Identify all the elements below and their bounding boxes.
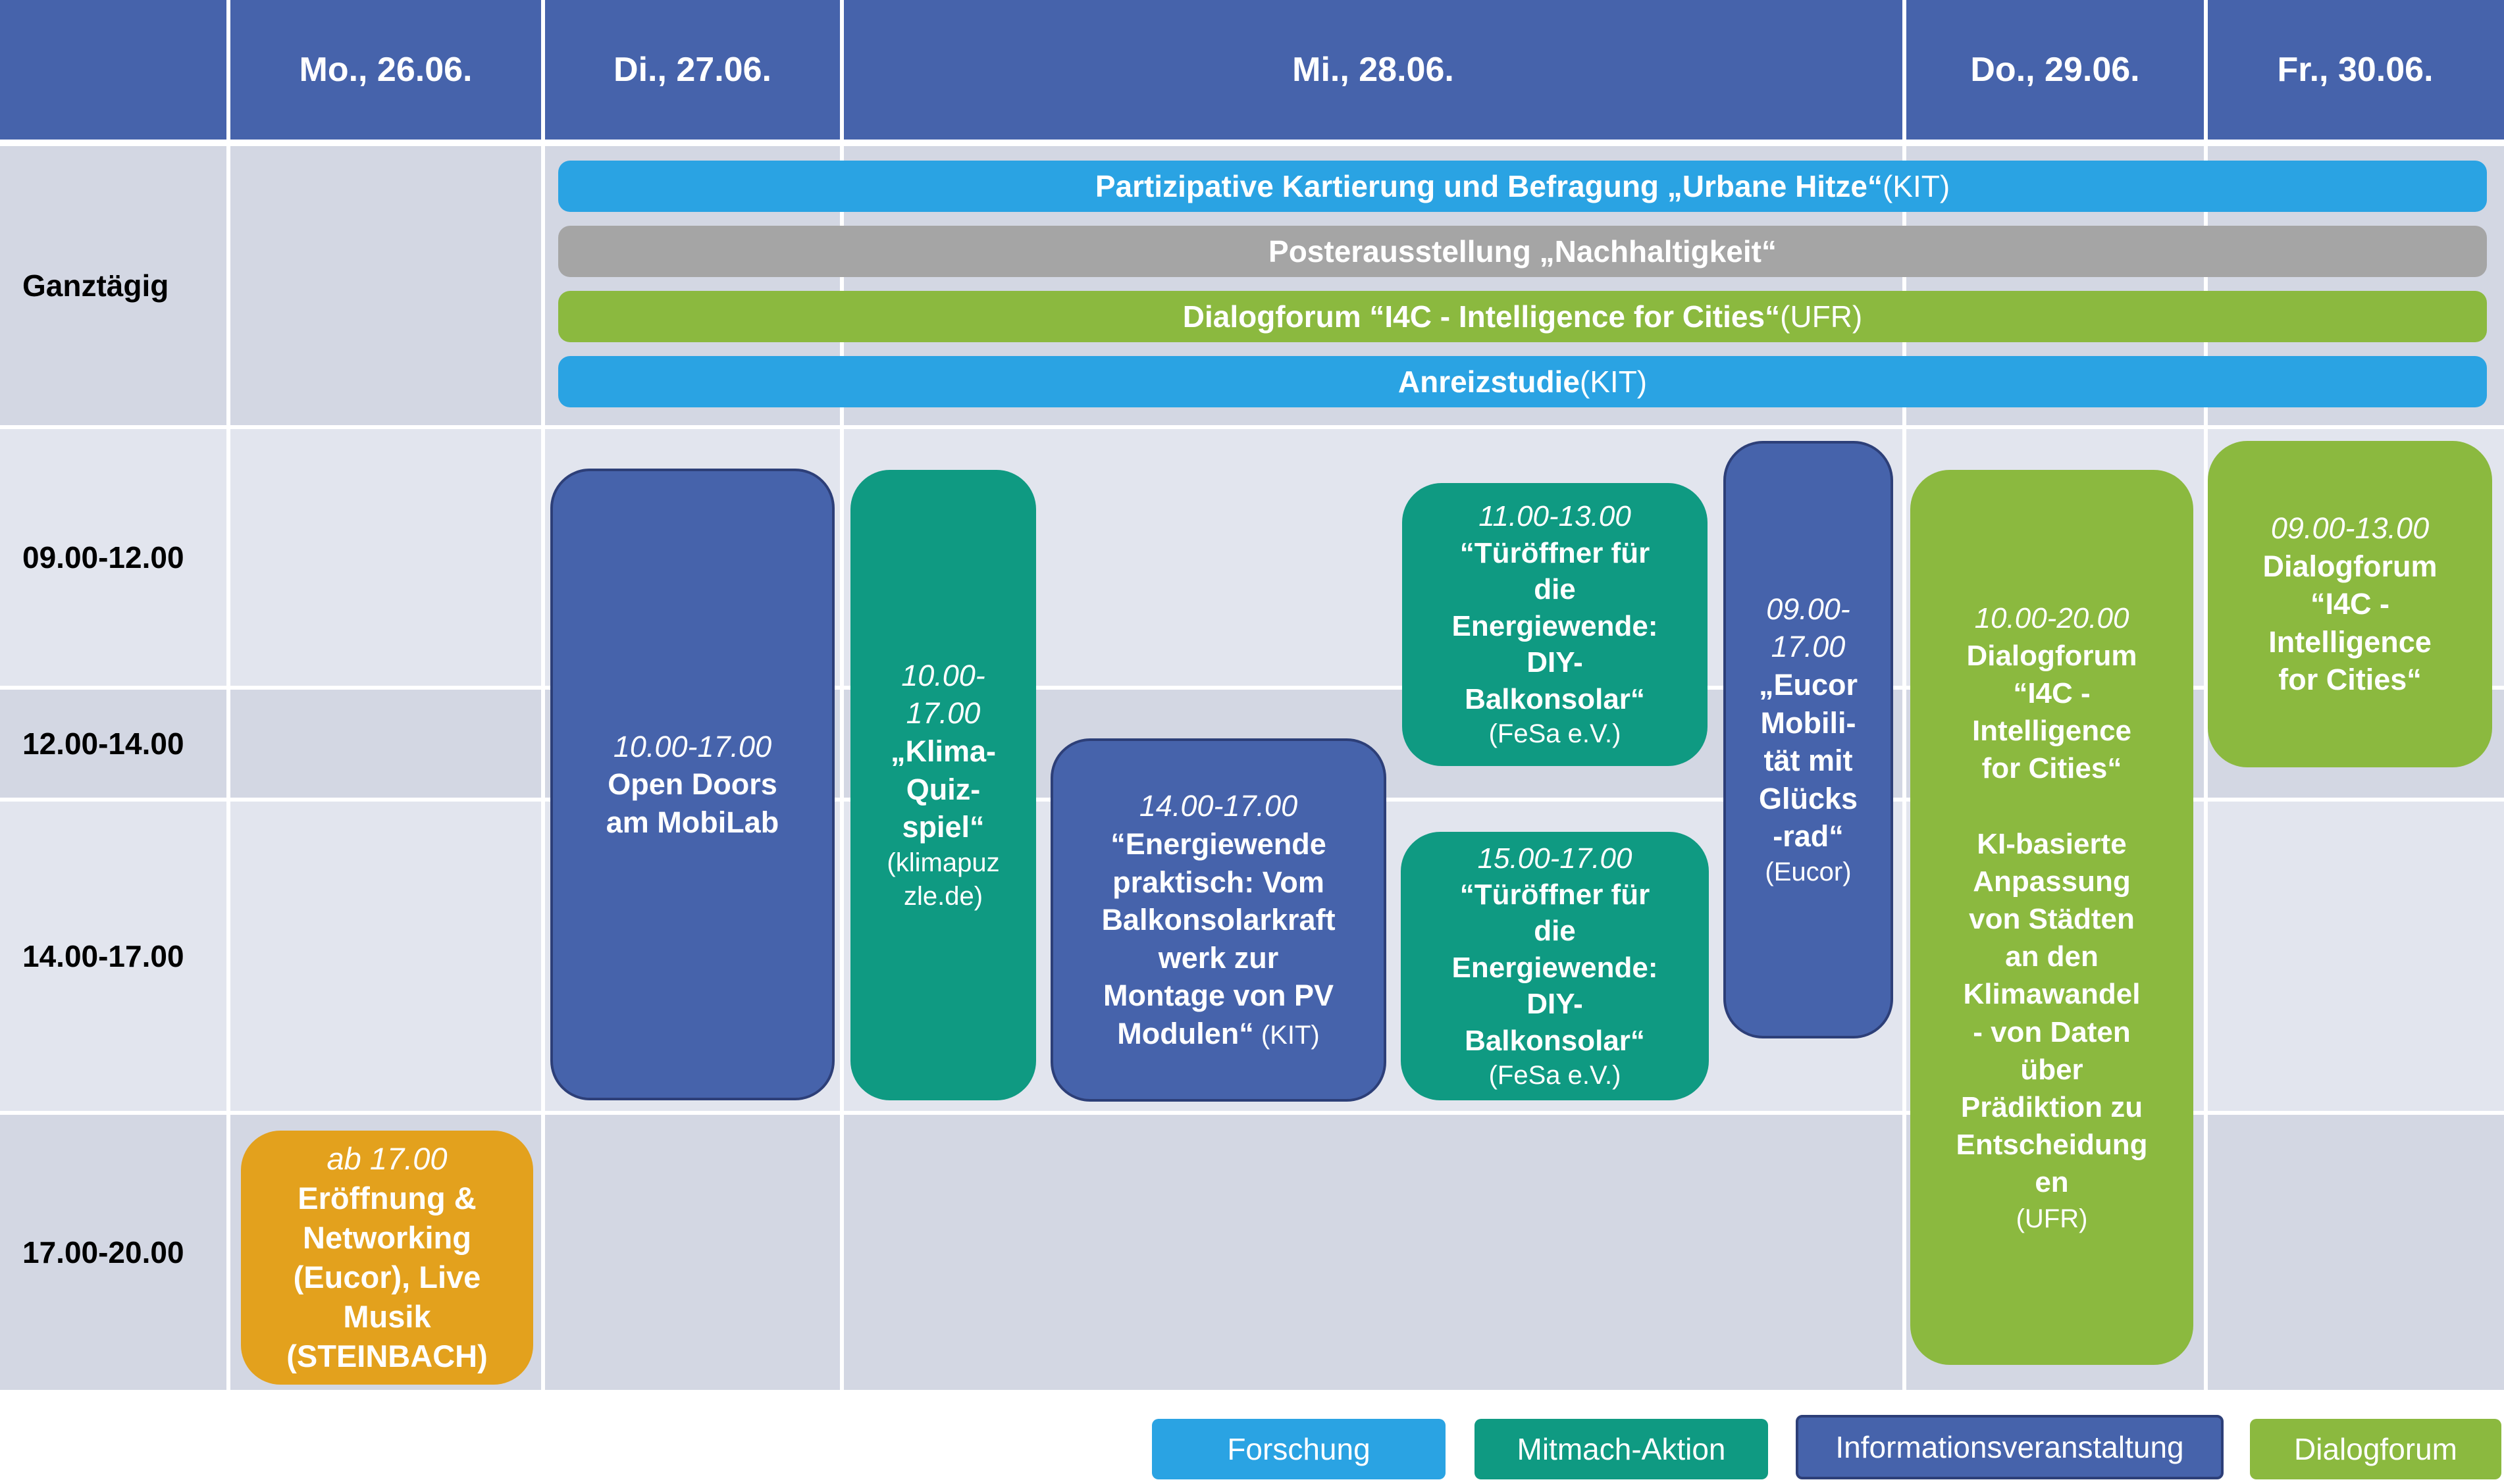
event-dialogforum-thursday[interactable]: 10.00-20.00 Dialogforum “I4C - Intellige… [1910,470,2193,1365]
event-tueroeffner-afternoon[interactable]: 15.00-17.00 “Türöffner für die Energiewe… [1401,832,1709,1100]
event-org: (KIT) [1253,1020,1320,1050]
event-name: Eröffnung & Networking (Eucor), Live Mus… [286,1180,488,1374]
event-time: 09.00- 17.00 [1766,592,1850,664]
event-time: 14.00-17.00 [1139,789,1298,823]
event-dialogforum-friday[interactable]: 09.00-13.00 Dialogforum “I4C - Intellige… [2208,441,2492,767]
allday-bar-org: (UFR) [1780,299,1863,334]
event-name: “Türöffner für die Energiewende: DIY- Ba… [1451,536,1658,715]
event-time: 11.00-13.00 [1478,500,1631,533]
header-divider [541,0,545,140]
row-label-1400: 14.00-17.00 [22,939,184,973]
event-time: 10.00-17.00 [613,729,772,763]
event-name: “Energiewende praktisch: Vom Balkonsolar… [1101,827,1336,1050]
legend-mitmach-aktion: Mitmach-Aktion [1474,1419,1768,1479]
header-day-mon: Mo., 26.06. [229,0,542,140]
event-eucor-gluecksrad[interactable]: 09.00- 17.00 „Eucor Mobili- tät mit Glüc… [1723,441,1893,1038]
event-time: ab 17.00 [326,1140,448,1176]
event-org: (UFR) [2016,1204,2088,1233]
event-time: 09.00-13.00 [2270,511,2430,546]
allday-bar-name: Dialogforum “I4C - Intelligence for Citi… [1182,299,1781,334]
event-tueroeffner-morning[interactable]: 11.00-13.00 “Türöffner für die Energiewe… [1402,483,1708,766]
event-time: 10.00-20.00 [1974,601,2129,634]
event-time: 10.00- 17.00 [901,658,985,730]
event-org: (Eucor) [1765,857,1852,886]
allday-bar-name: Partizipative Kartierung und Befragung „… [1095,169,1883,203]
event-name: „Klima- Quiz- spiel“ [890,734,997,844]
row-label-1200: 12.00-14.00 [22,727,184,761]
row-label-0900: 09.00-12.00 [22,540,184,575]
header-day-thu: Do., 29.06. [1905,0,2205,140]
event-open-doors-mobilab[interactable]: 10.00-17.00 Open Doors am MobiLab [550,469,835,1100]
allday-bar-name: Anreizstudie [1397,365,1580,399]
event-name: Dialogforum “I4C - Intelligence for Citi… [1956,639,2148,1199]
grid-line [541,146,545,1390]
allday-bar-urbane-hitze[interactable]: Partizipative Kartierung und Befragung „… [558,161,2487,212]
legend-dialogforum: Dialogforum [2250,1419,2501,1479]
header-day-fri: Fr., 30.06. [2206,0,2504,140]
grid-line [1902,146,1906,1390]
grid-line [2204,146,2208,1390]
event-klima-quizspiel[interactable]: 10.00- 17.00 „Klima- Quiz- spiel“ (klima… [850,470,1036,1100]
row-label-1700: 17.00-20.00 [22,1235,184,1269]
header-divider [2204,0,2208,140]
event-energiewende-praktisch[interactable]: 14.00-17.00 “Energiewende praktisch: Vom… [1051,738,1386,1102]
grid-line [226,146,230,1390]
allday-bar-org: (KIT) [1882,169,1950,203]
allday-bar-org: (KIT) [1579,365,1648,399]
allday-bar-name: Posterausstellung „Nachhaltigkeit“ [1268,234,1777,269]
event-org: (klimapuz zle.de) [887,848,1000,911]
event-name: “Türöffner für die Energiewende: DIY- Ba… [1451,878,1658,1057]
event-org: (FeSa e.V.) [1488,719,1621,749]
legend-forschung: Forschung [1152,1419,1446,1479]
header-day-wed: Mi., 28.06. [843,0,1904,140]
legend-informationsveranstaltung: Informationsveranstaltung [1796,1415,2224,1479]
event-name: Dialogforum “I4C - Intelligence for Citi… [2262,549,2438,697]
header-day-tue: Di., 27.06. [544,0,841,140]
allday-bar-posterausstellung[interactable]: Posterausstellung „Nachhaltigkeit“ [558,226,2487,277]
event-name: Open Doors am MobiLab [606,767,779,839]
row-label-ganztaegig: Ganztägig [22,269,169,303]
grid-line [840,146,844,1390]
header-divider [226,0,230,140]
event-org: (FeSa e.V.) [1488,1061,1621,1090]
allday-bar-anreizstudie[interactable]: Anreizstudie (KIT) [558,356,2487,407]
event-name: „Eucor Mobili- tät mit Glücks -rad“ [1758,668,1858,854]
event-eroeffnung[interactable]: ab 17.00 Eröffnung & Networking (Eucor),… [241,1131,533,1385]
event-time: 15.00-17.00 [1477,842,1632,875]
header-divider [840,0,844,140]
allday-bar-dialogforum[interactable]: Dialogforum “I4C - Intelligence for Citi… [558,291,2487,342]
header-divider [1902,0,1906,140]
